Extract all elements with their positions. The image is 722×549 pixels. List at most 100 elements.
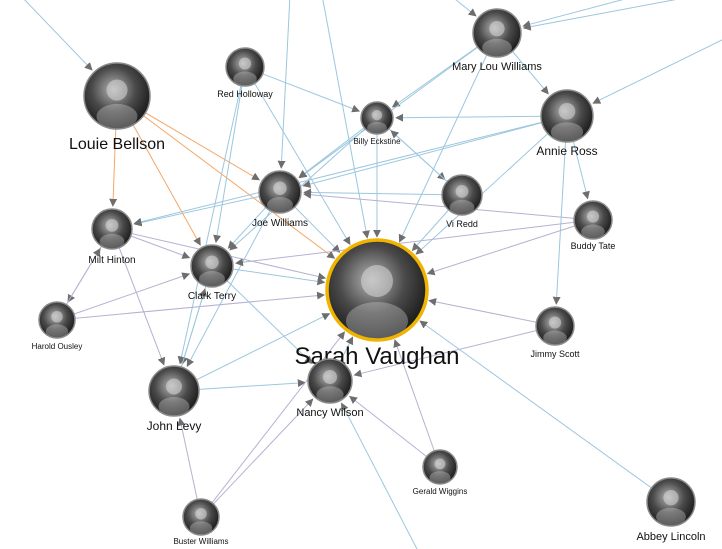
node-ring xyxy=(441,174,483,216)
edge-off-4 xyxy=(592,39,722,104)
portrait-body xyxy=(99,233,125,249)
edge-off-2 xyxy=(277,0,291,169)
portrait-head xyxy=(205,255,219,269)
portrait-body xyxy=(198,271,226,287)
node-label[interactable]: Harold Ousley xyxy=(32,342,83,351)
node-vi[interactable]: Vi Redd xyxy=(441,174,483,229)
node-mary[interactable]: Mary Lou Williams xyxy=(452,8,542,73)
edge-12 xyxy=(395,113,568,122)
portrait-head xyxy=(273,181,287,195)
node-clark[interactable]: Clark Terry xyxy=(188,244,236,302)
node-joe[interactable]: Joe Williams xyxy=(252,170,308,229)
node-label[interactable]: Jimmy Scott xyxy=(530,349,580,359)
node-sarah[interactable]: Sarah Vaughan xyxy=(294,238,460,370)
edge-5 xyxy=(244,66,351,246)
edge-39 xyxy=(56,291,326,321)
edge-44 xyxy=(173,313,331,392)
edge-7 xyxy=(177,66,246,365)
node-label[interactable]: Buddy Tate xyxy=(571,241,616,251)
node-label[interactable]: Mary Lou Williams xyxy=(452,61,542,73)
portrait-head xyxy=(51,311,63,323)
node-label[interactable]: Annie Ross xyxy=(536,144,597,158)
node-buddy[interactable]: Buddy Tate xyxy=(571,200,616,251)
node-harold[interactable]: Harold Ousley xyxy=(32,301,83,351)
node-label[interactable]: Billy Eckstine xyxy=(353,137,401,146)
portrait-body xyxy=(189,521,213,535)
node-label[interactable]: Nancy Wilson xyxy=(296,407,363,419)
node-ring xyxy=(148,365,200,417)
node-louie[interactable]: Louie Bellson xyxy=(69,62,165,153)
edge-33 xyxy=(426,219,594,276)
edge-10 xyxy=(298,32,498,179)
node-annie[interactable]: Annie Ross xyxy=(536,89,598,158)
node-ring xyxy=(91,208,133,250)
portrait-head xyxy=(361,265,393,297)
node-label[interactable]: Red Holloway xyxy=(217,89,273,99)
portrait-head xyxy=(105,219,119,232)
portrait-head xyxy=(322,370,338,385)
node-ring xyxy=(360,101,394,135)
node-ring xyxy=(422,449,458,485)
edge-42 xyxy=(428,298,556,327)
edge-24 xyxy=(133,191,281,227)
node-ring xyxy=(258,170,302,214)
edge-31 xyxy=(111,228,166,366)
node-label[interactable]: Milt Hinton xyxy=(88,255,135,266)
portrait-head xyxy=(106,79,128,101)
node-nancy[interactable]: Nancy Wilson xyxy=(296,358,364,419)
node-label[interactable]: Vi Redd xyxy=(446,219,478,229)
edge-52 xyxy=(200,398,314,518)
portrait-body xyxy=(266,197,294,214)
portrait-head xyxy=(455,185,469,198)
portrait-body xyxy=(482,38,512,57)
node-ring xyxy=(182,498,220,536)
node-label[interactable]: Clark Terry xyxy=(188,291,236,302)
edge-4 xyxy=(244,66,361,113)
edge-off-5 xyxy=(522,0,677,31)
edge-40 xyxy=(56,272,191,321)
nodes-layer: Sarah Vaughan Louie Bellson Red HollowayBi… xyxy=(32,8,706,546)
edge-off-7 xyxy=(522,0,624,29)
node-label[interactable]: Louie Bellson xyxy=(69,136,165,153)
node-ring xyxy=(225,47,265,87)
node-label[interactable]: Joe Williams xyxy=(252,218,308,229)
edge-48 xyxy=(393,339,441,468)
edge-53 xyxy=(419,320,672,503)
edge-43 xyxy=(353,325,556,378)
node-milt[interactable]: Milt Hinton xyxy=(88,208,136,266)
node-abbey[interactable]: Abbey Lincoln xyxy=(636,477,706,543)
edge-off-1 xyxy=(322,0,370,239)
portrait-head xyxy=(434,458,446,470)
node-label[interactable]: Gerald Wiggins xyxy=(413,487,468,496)
node-ring xyxy=(472,8,522,58)
portrait-head xyxy=(663,490,679,506)
node-label[interactable]: Abbey Lincoln xyxy=(636,531,705,543)
node-gerald[interactable]: Gerald Wiggins xyxy=(413,449,468,496)
node-billy[interactable]: Billy Eckstine xyxy=(353,101,401,146)
node-ring xyxy=(307,358,353,404)
node-ring xyxy=(540,89,594,143)
node-label[interactable]: Buster Williams xyxy=(173,537,228,546)
focus-ring xyxy=(325,238,429,342)
node-ring xyxy=(83,62,151,130)
portrait-head xyxy=(371,110,383,121)
node-john[interactable]: John Levy xyxy=(147,365,202,433)
edge-13 xyxy=(415,115,568,255)
portrait-head xyxy=(195,508,207,520)
edge-49 xyxy=(349,395,441,468)
node-buster[interactable]: Buster Williams xyxy=(173,498,229,546)
edge-38 xyxy=(211,265,313,365)
edge-off-0 xyxy=(24,0,93,71)
edge-20 xyxy=(229,117,378,251)
portrait-head xyxy=(166,378,182,395)
node-jimmy[interactable]: Jimmy Scott xyxy=(530,306,580,359)
portrait-head xyxy=(548,316,562,329)
portrait-body xyxy=(45,324,69,338)
node-red[interactable]: Red Holloway xyxy=(217,47,273,99)
node-label[interactable]: John Levy xyxy=(147,419,202,433)
portrait-body xyxy=(550,122,584,142)
edge-off-3 xyxy=(455,0,477,17)
edge-17 xyxy=(552,115,568,305)
node-ring xyxy=(535,306,575,346)
